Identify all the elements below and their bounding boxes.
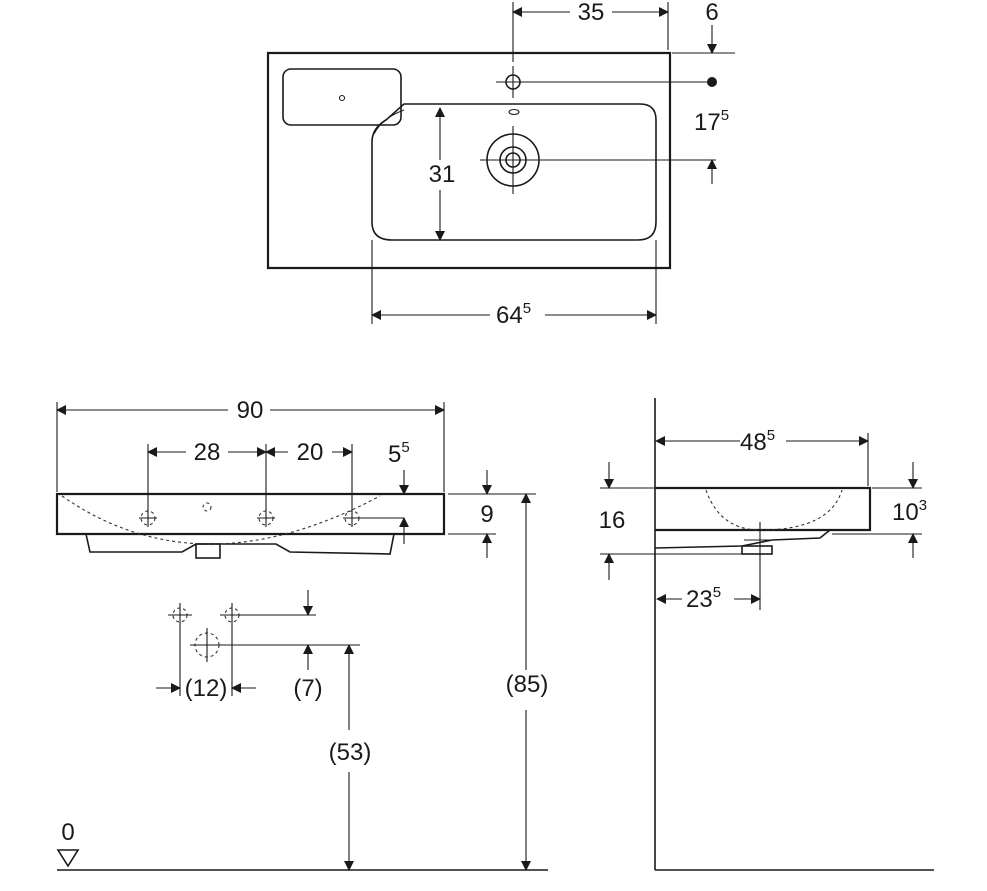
tap-hole-left xyxy=(139,509,157,527)
dim-90: 90 xyxy=(237,397,264,424)
bowl-dashed-side xyxy=(705,489,843,531)
dim-10-3: 103 xyxy=(892,497,927,526)
tap-hole-center xyxy=(202,502,212,512)
basin-underside xyxy=(85,533,395,555)
dim-64-5: 645 xyxy=(496,300,531,329)
basin-outline-front xyxy=(55,492,446,536)
drain-outlet-side xyxy=(741,545,773,555)
soap-shelf xyxy=(282,68,402,126)
dim-20: 20 xyxy=(297,439,324,466)
dim-31: 31 xyxy=(429,161,456,188)
dim-35: 35 xyxy=(578,0,605,26)
dim-7: (7) xyxy=(293,675,322,702)
dim-5-5: 55 xyxy=(388,439,410,468)
floor-label: 0 xyxy=(61,819,74,846)
dim-17-5: 175 xyxy=(694,107,729,136)
floor-level-marker xyxy=(56,849,80,868)
front-view: 90 28 20 55 9 xyxy=(55,397,549,871)
drain-outlet xyxy=(195,543,221,559)
dim-23-5: 235 xyxy=(686,584,721,613)
overflow-hole xyxy=(508,108,520,116)
basin-outline-side xyxy=(655,486,872,532)
bowl-inner-corner xyxy=(373,109,405,135)
dim-85: (85) xyxy=(506,671,549,698)
bowl-dashed-front xyxy=(61,495,381,545)
dim-53: (53) xyxy=(329,739,372,766)
basin-outline-top xyxy=(266,51,672,270)
side-view: 485 16 103 235 xyxy=(599,398,934,871)
shelf-hole xyxy=(338,94,346,102)
tap-hole-mid xyxy=(257,509,275,527)
dim-16: 16 xyxy=(599,507,626,534)
top-view: 35 6 175 31 645 xyxy=(266,0,735,329)
dim-48-5: 485 xyxy=(740,427,775,456)
bowl-outline xyxy=(371,103,657,241)
dim-12: (12) xyxy=(185,675,228,702)
dim-9: 9 xyxy=(480,501,493,528)
dim-6: 6 xyxy=(705,0,718,26)
dim-28: 28 xyxy=(194,439,221,466)
tap-hole-right xyxy=(343,509,404,527)
